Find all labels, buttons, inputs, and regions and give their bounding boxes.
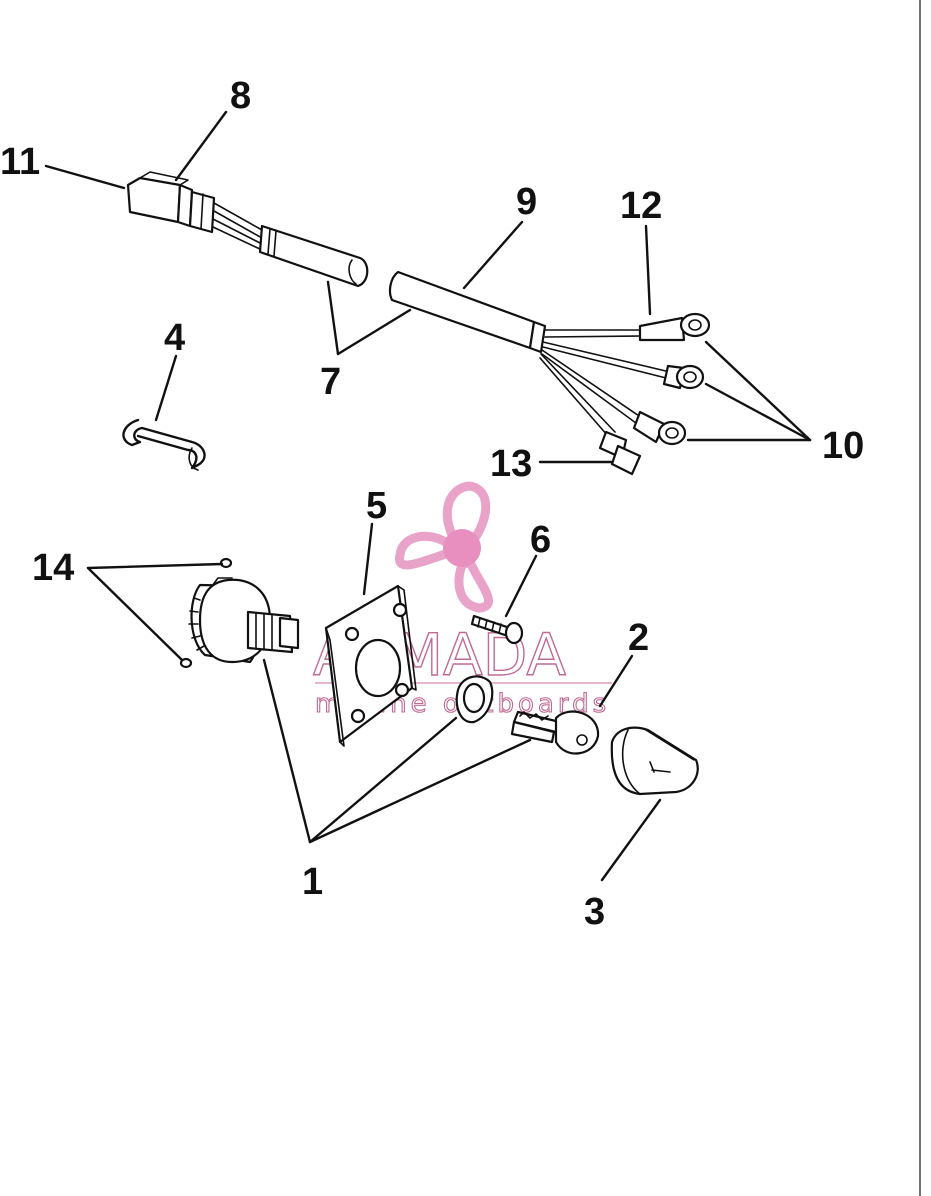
callout-12: 12 [620,185,662,227]
ring-terminal-lower-part-10 [632,410,687,446]
propeller-logo [395,481,493,613]
connector-collar-part-8 [188,190,216,234]
callout-13: 13 [490,443,532,485]
ring-terminal-middle-part-10 [662,364,705,390]
callout-labels: 11 8 9 12 7 4 10 13 5 6 14 2 1 3 [0,75,864,933]
ignition-switch-part-1 [188,577,300,664]
wiring-harness-upper-part-7 [258,224,369,288]
callout-3: 3 [584,891,605,933]
wiring-harness-lower-part-9 [388,270,547,354]
connector-plug-part-11 [126,171,194,228]
connector-wires [212,202,263,251]
callout-7: 7 [320,361,341,403]
callout-11: 11 [0,141,40,183]
callout-1: 1 [302,861,323,903]
spade-terminal-part-13 [598,430,642,476]
ring-terminal-upper-part-10 [638,312,711,342]
callout-5: 5 [366,485,387,527]
hex-nut-part-1 [455,675,494,724]
callout-14: 14 [32,547,74,589]
callout-4: 4 [164,317,185,359]
wire-clip-part-4 [122,418,206,471]
callout-8: 8 [230,75,251,117]
mounting-plate-part-5 [324,584,417,747]
switch-cover-part-3 [610,726,699,796]
callout-6: 6 [530,519,551,561]
callout-10: 10 [822,425,864,467]
screw-part-6 [470,614,524,645]
harness-wires [539,329,671,437]
leader-lines [44,110,812,882]
callout-9: 9 [516,181,537,223]
keys-part-2 [510,710,600,755]
callout-2: 2 [628,617,649,659]
